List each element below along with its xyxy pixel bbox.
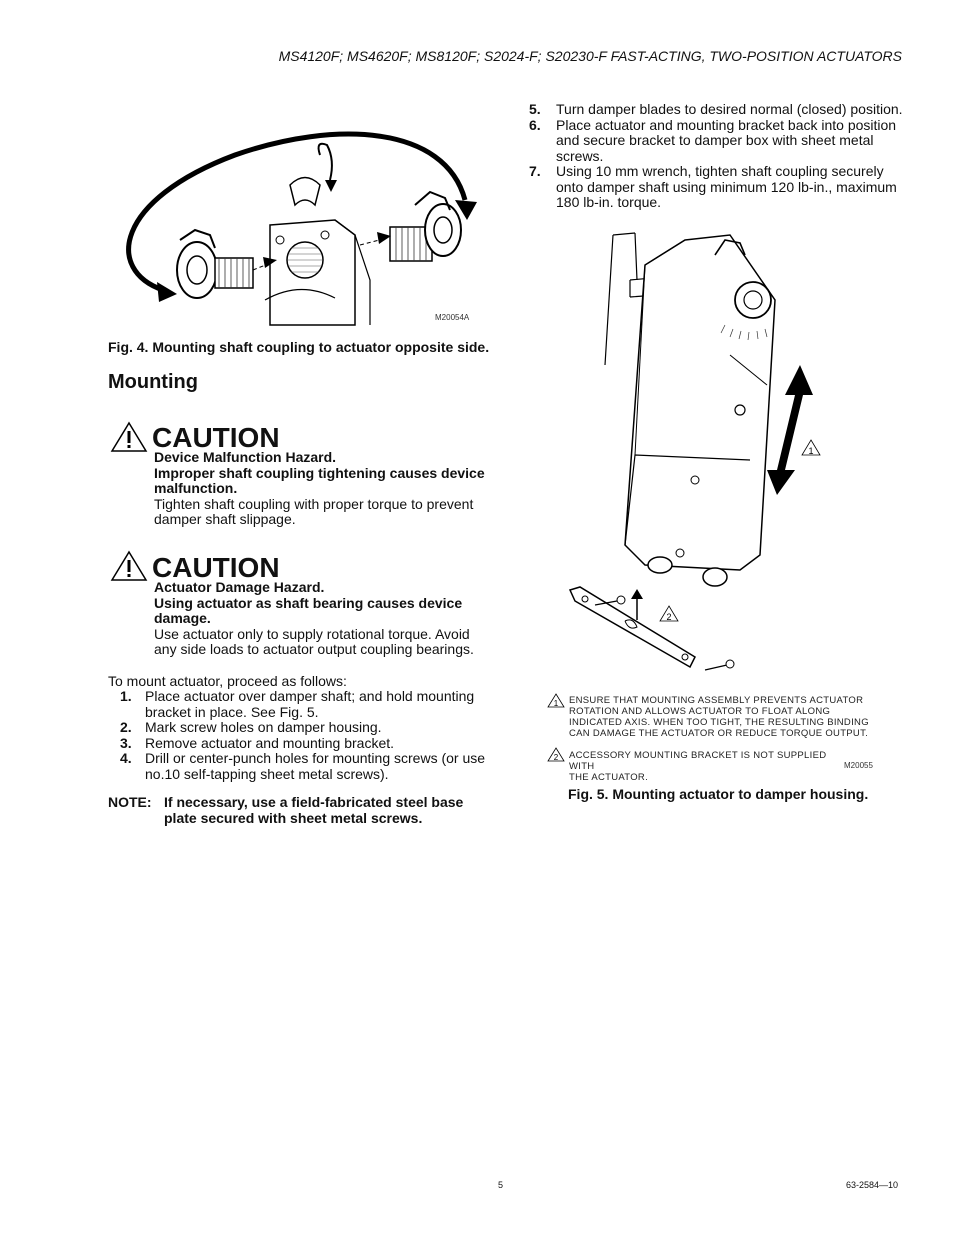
- caution2-bold-line: Using actuator as shaft bearing causes d…: [154, 594, 463, 611]
- fig5-note-line: ROTATION AND ALLOWS ACTUATOR TO FLOAT AL…: [569, 706, 831, 717]
- mount-intro: To mount actuator, proceed as follows:: [108, 673, 347, 689]
- step-line: Drill or center-punch holes for mounting…: [145, 750, 486, 766]
- list-item: 4. Drill or center-punch holes for mount…: [108, 750, 498, 782]
- note-line: plate secured with sheet metal screws.: [164, 809, 423, 826]
- document-number: 63-2584—10: [846, 1180, 899, 1190]
- fig4-illustration: M20054A: [126, 131, 477, 326]
- fig5-note2-marker: 2: [554, 753, 559, 762]
- note-line: If necessary, use a field-fabricated ste…: [164, 794, 464, 810]
- note-marker-1-icon: 1: [547, 693, 565, 708]
- fig5-marker-2: 2: [666, 612, 671, 622]
- step-line: onto damper shaft using minimum 120 lb-i…: [556, 178, 897, 195]
- step-line: Turn damper blades to desired normal (cl…: [556, 101, 903, 117]
- fig5-marker-1: 1: [808, 446, 813, 456]
- list-item: 3. Remove actuator and mounting bracket.: [108, 734, 498, 752]
- fig4-caption: Fig. 4. Mounting shaft coupling to actua…: [108, 339, 490, 355]
- warning-triangle-icon: [110, 550, 148, 581]
- step-number: 6.: [529, 116, 541, 133]
- step-number: 2.: [120, 719, 132, 735]
- list-item: 7. Using 10 mm wrench, tighten shaft cou…: [529, 163, 909, 211]
- step-number: 4.: [120, 750, 132, 766]
- fig5-note-line: INDICATED AXIS. WHEN TOO TIGHT, THE RESU…: [569, 717, 869, 728]
- caution2-hazard: Actuator Damage Hazard.: [154, 579, 325, 595]
- step-line: no.10 self-tapping sheet metal screws).: [145, 765, 389, 782]
- page-number: 5: [498, 1180, 504, 1190]
- right-steps-list: 5. Turn damper blades to desired normal …: [529, 101, 909, 211]
- caution-title: CAUTION: [152, 422, 280, 453]
- step-number: 3.: [120, 734, 132, 751]
- step-line: Place actuator over damper shaft; and ho…: [145, 688, 475, 704]
- list-item: 1. Place actuator over damper shaft; and…: [108, 688, 498, 720]
- step-line: and secure bracket to damper box with sh…: [556, 132, 874, 148]
- fig5-note-line: ACCESSORY MOUNTING BRACKET IS NOT SUPPLI…: [569, 750, 827, 772]
- mount-steps-list: 1. Place actuator over damper shaft; and…: [108, 688, 498, 782]
- fig5-note-line: CAN DAMAGE THE ACTUATOR OR REDUCE TORQUE…: [569, 728, 869, 739]
- fig5-code: M20055: [844, 761, 873, 770]
- caution2-bold-line: damage.: [154, 610, 211, 626]
- list-item: 6. Place actuator and mounting bracket b…: [529, 116, 909, 165]
- caution-title: CAUTION: [152, 552, 280, 583]
- fig5-note-1: ENSURE THAT MOUNTING ASSEMBLY PREVENTS A…: [569, 695, 869, 739]
- step-line: 180 lb-in. torque.: [556, 194, 662, 210]
- fig5-note-line: ENSURE THAT MOUNTING ASSEMBLY PREVENTS A…: [569, 695, 864, 706]
- step-number: 7.: [529, 163, 541, 179]
- running-header: MS4120F; MS4620F; MS8120F; S2024-F; S202…: [278, 48, 902, 64]
- step-line: Mark screw holes on damper housing.: [145, 719, 382, 735]
- fig5-note-2: ACCESSORY MOUNTING BRACKET IS NOT SUPPLI…: [569, 750, 849, 783]
- note-marker-2-icon: 2: [547, 747, 565, 762]
- step-line: screws.: [556, 147, 604, 164]
- note-label: NOTE:: [108, 794, 152, 810]
- caution1-bold-line: Improper shaft coupling tightening cause…: [154, 464, 485, 481]
- list-item: 2. Mark screw holes on damper housing.: [108, 719, 498, 736]
- fig5-note1-marker: 1: [554, 699, 559, 708]
- note-block: NOTE: If necessary, use a field-fabricat…: [108, 794, 498, 826]
- caution2-body: Actuator Damage Hazard. Using actuator a…: [154, 579, 494, 658]
- step-line: Using 10 mm wrench, tighten shaft coupli…: [556, 163, 884, 179]
- step-number: 1.: [120, 688, 132, 704]
- fig5-note-line: THE ACTUATOR.: [569, 772, 649, 783]
- caution1-hazard: Device Malfunction Hazard.: [154, 449, 337, 465]
- caution1-text-line: damper shaft slippage.: [154, 511, 296, 527]
- caution1-body: Device Malfunction Hazard. Improper shaf…: [154, 449, 494, 528]
- caution1-bold-line: malfunction.: [154, 480, 238, 496]
- step-line: bracket in place. See Fig. 5.: [145, 703, 319, 720]
- fig5-illustration: 1 2: [568, 232, 821, 671]
- section-heading-mounting: Mounting: [108, 371, 198, 393]
- caution2-text-line: any side loads to actuator output coupli…: [154, 641, 474, 657]
- caution1-text-line: Tighten shaft coupling with proper torqu…: [154, 495, 474, 512]
- step-line: Remove actuator and mounting bracket.: [145, 734, 395, 751]
- caution2-text-line: Use actuator only to supply rotational t…: [154, 625, 470, 642]
- step-line: Place actuator and mounting bracket back…: [556, 116, 897, 133]
- list-item: 5. Turn damper blades to desired normal …: [529, 101, 909, 118]
- fig5-caption: Fig. 5. Mounting actuator to damper hous…: [568, 786, 869, 802]
- step-number: 5.: [529, 101, 541, 117]
- warning-triangle-icon: [110, 421, 148, 452]
- fig4-code: M20054A: [435, 313, 470, 322]
